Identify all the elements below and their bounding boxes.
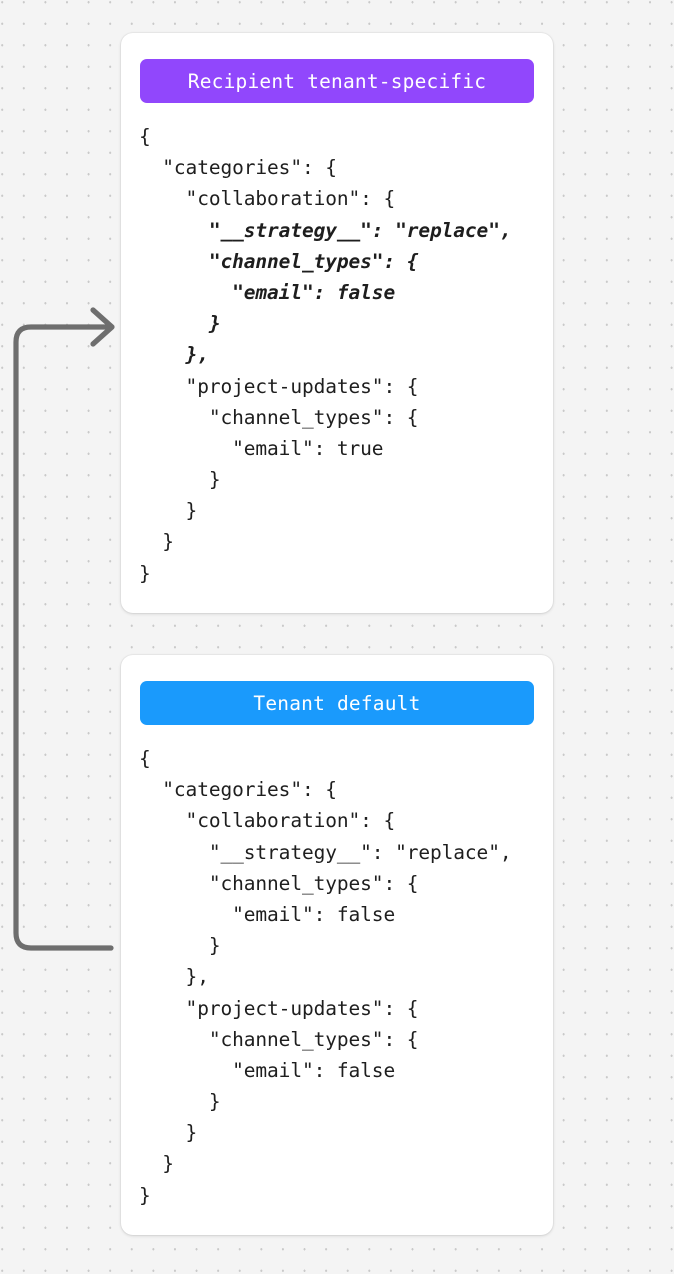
code-line: } <box>139 530 174 554</box>
code-line: "project-updates": { <box>139 996 419 1020</box>
code-line: "email": false <box>139 1058 396 1082</box>
code-line: } <box>139 468 221 492</box>
code-line: }, <box>139 965 209 989</box>
code-line: "collaboration": { <box>139 187 396 211</box>
code-line: { <box>139 125 151 148</box>
code-line: } <box>139 1121 198 1145</box>
code-line: "channel_types": { <box>139 871 419 895</box>
code-line: } <box>139 1152 174 1176</box>
card-header-recipient-tenant-specific: Recipient tenant-specific <box>140 59 534 103</box>
code-line: { <box>139 747 151 770</box>
code-line: "categories": { <box>139 156 337 180</box>
card-header-tenant-default: Tenant default <box>140 681 534 725</box>
merge-arrow-path <box>13 324 114 951</box>
code-line: "collaboration": { <box>139 809 396 833</box>
code-line: } <box>139 1090 221 1114</box>
code-line: } <box>139 1183 151 1207</box>
merge-arrow-head-icon <box>90 307 115 347</box>
code-line: }, <box>139 343 209 367</box>
code-line: "__strategy__": "replace", <box>139 218 512 242</box>
code-line: "email": false <box>139 280 396 304</box>
code-line: "email": true <box>139 436 384 460</box>
card-tenant-default: Tenant default { "categories": { "collab… <box>121 655 553 1235</box>
code-line: } <box>139 312 221 336</box>
card-recipient-tenant-specific: Recipient tenant-specific { "categories"… <box>121 33 553 613</box>
code-line: "project-updates": { <box>139 374 419 398</box>
code-block-recipient-tenant-specific: { "categories": { "collaboration": { "__… <box>139 121 539 589</box>
code-line: "channel_types": { <box>139 249 419 273</box>
code-line: } <box>139 561 151 585</box>
code-line: "channel_types": { <box>139 405 419 429</box>
code-block-tenant-default: { "categories": { "collaboration": { "__… <box>139 743 539 1211</box>
code-line: "email": false <box>139 902 396 926</box>
code-line: "__strategy__": "replace", <box>139 840 512 864</box>
code-line: "categories": { <box>139 778 337 802</box>
code-line: "channel_types": { <box>139 1027 419 1051</box>
code-line: } <box>139 934 221 958</box>
code-line: } <box>139 499 198 523</box>
